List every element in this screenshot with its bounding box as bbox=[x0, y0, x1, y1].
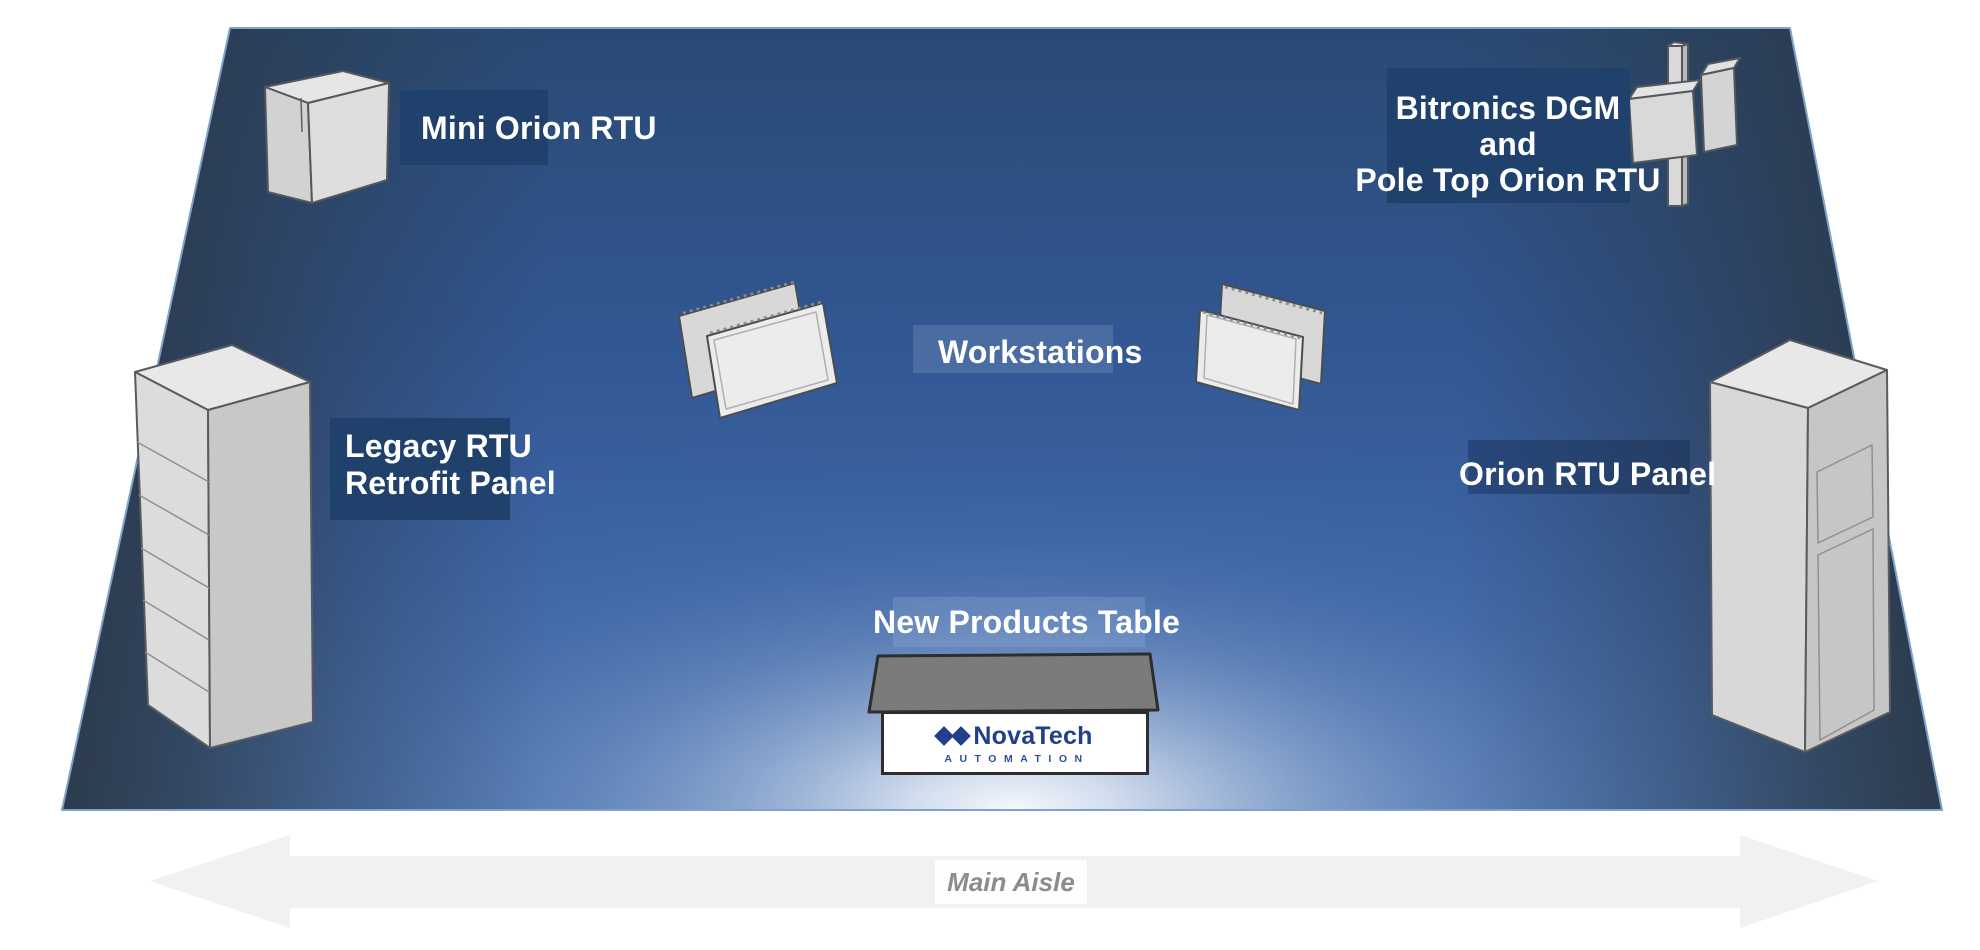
bitronics-label-line3: Pole Top Orion RTU bbox=[1355, 162, 1661, 198]
mini-orion-label-bg bbox=[400, 90, 548, 165]
novatech-logo-text: NovaTech bbox=[973, 721, 1093, 750]
novatech-logo: NovaTech bbox=[934, 721, 1093, 751]
novatech-logo-subtitle: AUTOMATION bbox=[944, 752, 1090, 765]
main-aisle-label-box: Main Aisle bbox=[935, 860, 1087, 904]
orion-cabinet bbox=[1709, 339, 1891, 753]
bitronics-label: Bitronics DGM and Pole Top Orion RTU bbox=[1352, 90, 1664, 198]
legacy-label-bg bbox=[330, 418, 510, 520]
orion-panel-label-bg bbox=[1468, 440, 1690, 494]
legacy-label-line1: Legacy RTU bbox=[345, 428, 532, 464]
new-products-label: New Products Table bbox=[873, 604, 1181, 640]
mini-orion-label: Mini Orion RTU bbox=[421, 110, 657, 146]
workstation-monitors-right bbox=[1195, 283, 1326, 411]
products-table-skirt: NovaTech AUTOMATION bbox=[881, 711, 1149, 775]
mini-orion-rtu-box bbox=[264, 70, 390, 204]
novatech-diamond-icon bbox=[951, 726, 972, 746]
bitronics-label-line1: Bitronics DGM bbox=[1395, 90, 1621, 126]
booth-floor bbox=[61, 27, 1943, 811]
workstation-monitors-left bbox=[678, 280, 838, 419]
main-aisle-label: Main Aisle bbox=[947, 866, 1075, 897]
workstations-label-bg bbox=[913, 325, 1113, 373]
legacy-label-line2: Retrofit Panel bbox=[345, 465, 556, 501]
bitronics-label-line2: and bbox=[1479, 126, 1537, 162]
legacy-label: Legacy RTU Retrofit Panel bbox=[345, 428, 556, 502]
new-products-label-bg bbox=[893, 597, 1145, 647]
pole-top-device bbox=[1628, 41, 1741, 207]
bitronics-label-bg bbox=[1387, 68, 1630, 203]
products-table-top bbox=[867, 652, 1160, 714]
legacy-rack bbox=[134, 344, 314, 749]
orion-panel-label: Orion RTU Panel bbox=[1459, 456, 1717, 492]
workstations-label: Workstations bbox=[938, 334, 1143, 370]
